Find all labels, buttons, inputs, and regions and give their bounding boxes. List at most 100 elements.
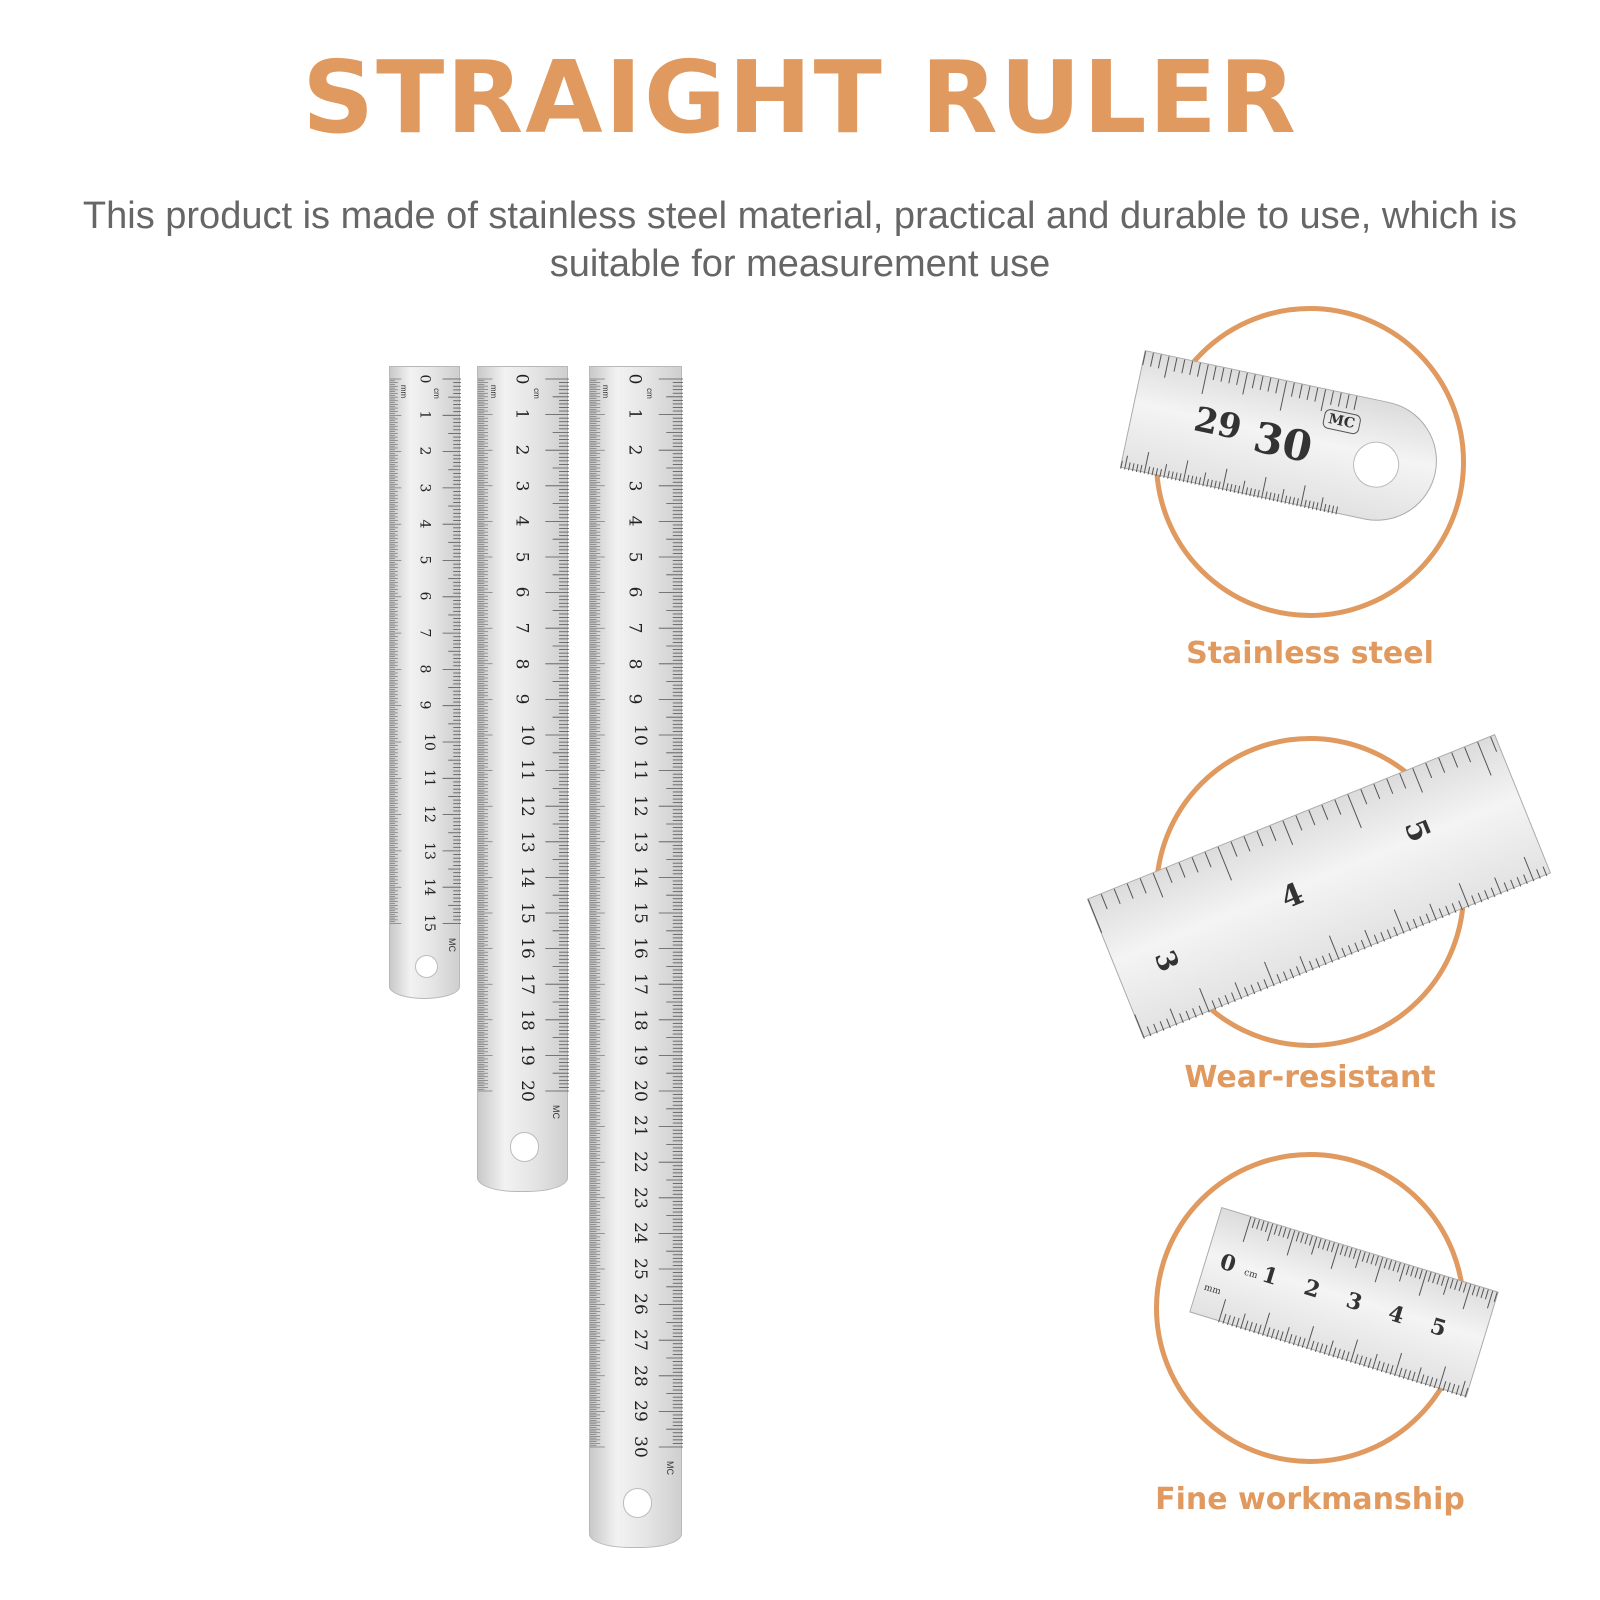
detail-tick [1363, 1356, 1368, 1367]
ruler-number: 7 [511, 622, 532, 634]
ruler-number: 15 [629, 901, 650, 924]
ruler-number: 30 [629, 1435, 650, 1458]
detail-tick [1266, 1327, 1271, 1338]
detail-tick [1282, 820, 1294, 846]
detail-tick [1326, 1241, 1331, 1251]
ruler-number: 20 [517, 1079, 538, 1102]
unit-label-mm: mm [399, 384, 409, 399]
detail-tick [1279, 381, 1287, 411]
detail-tick [1425, 762, 1433, 779]
detail-tick [1139, 878, 1147, 894]
detail-tick [1308, 810, 1316, 826]
hanging-hole [622, 1488, 653, 1518]
detail-tick [1273, 1224, 1278, 1235]
detail-tick [1350, 1339, 1359, 1363]
detail-tick [1142, 351, 1147, 366]
detail-tick [1536, 869, 1541, 879]
detail-tick [1315, 502, 1319, 511]
ruler-number: 4 [511, 515, 532, 527]
detail-tick [1344, 1246, 1349, 1257]
ruler-number: 13 [517, 830, 538, 853]
detail-tick [1380, 932, 1386, 942]
ruler-number: 11 [517, 759, 538, 782]
detail-tick [1230, 841, 1238, 857]
detail-tick [1308, 960, 1314, 971]
detail-tick [1189, 361, 1194, 376]
detail-tick [1264, 961, 1275, 987]
detail-tick [1218, 997, 1223, 1008]
detail-tick [1256, 1219, 1261, 1230]
ruler-number: 19 [517, 1044, 538, 1067]
ruler-number: 9 [624, 693, 645, 705]
detail-tick [1253, 488, 1256, 498]
detail-tick [1151, 467, 1155, 476]
detail-tick [1295, 966, 1301, 976]
detail-tick [1380, 1362, 1385, 1373]
ruler-number: 18 [517, 1008, 538, 1031]
detail-tick [1330, 391, 1334, 405]
detail-tick [1322, 1239, 1327, 1250]
detail-tick [1210, 479, 1213, 488]
unit-label-cm: cm [531, 388, 541, 399]
ruler-number: 1 [416, 410, 433, 420]
ruler-number: 6 [511, 586, 532, 598]
detail-tick [1315, 958, 1321, 968]
detail-tick [1411, 1371, 1416, 1382]
detail-tick [1221, 468, 1228, 491]
detail-tick [1319, 1343, 1324, 1354]
ruler-number: 0 [511, 373, 532, 385]
detail-tick [1269, 825, 1277, 842]
detail-tick [1194, 476, 1198, 485]
detail-tick [1128, 462, 1131, 471]
detail-tick [1410, 1266, 1415, 1277]
detail-tick [1166, 1018, 1171, 1029]
detail-tick [1462, 1284, 1472, 1310]
ruler-number: 2 [511, 444, 532, 456]
ruler-number: 10 [420, 732, 437, 751]
detail-tick [1147, 466, 1151, 475]
detail-tick [1301, 1338, 1306, 1348]
detail-tick [1206, 479, 1209, 488]
detail-tick [1358, 1355, 1363, 1366]
detail-tick [1393, 909, 1405, 934]
detail-tick [1503, 882, 1509, 892]
detail-tick [1442, 1277, 1450, 1295]
detail-tick [1126, 883, 1134, 899]
detail-tick [1155, 468, 1159, 477]
hanging-hole [509, 1132, 540, 1162]
detail-tick [1330, 1243, 1340, 1269]
detail-tick [1240, 1313, 1246, 1330]
detail-tick [1310, 1340, 1315, 1351]
detail-tick [1516, 876, 1522, 887]
detail-tick [1354, 942, 1360, 953]
detail-tick [1432, 1273, 1437, 1284]
ruler-number: 1 [511, 408, 532, 420]
ruler-number: 2 [416, 446, 433, 456]
detail-tick [1354, 1354, 1359, 1365]
detail-tick [1319, 497, 1324, 512]
detail-tick [1454, 1280, 1459, 1290]
detail-tick [1164, 356, 1170, 378]
detail-tick [1374, 1255, 1379, 1266]
detail-tick [1250, 984, 1256, 995]
detail-tick [1244, 987, 1249, 997]
detail-tick [1323, 1344, 1328, 1355]
detail-tick [1192, 1008, 1197, 1018]
detail-tick [1486, 1290, 1494, 1309]
detail-tick [1306, 386, 1311, 400]
detail-tick [1360, 939, 1366, 950]
ruler-number: 8 [624, 658, 645, 670]
detail-tick [1542, 866, 1548, 877]
ruler-number: 6 [416, 591, 433, 601]
detail-tick [1458, 1281, 1463, 1292]
detail-tick [1280, 488, 1285, 503]
detail-tick [1253, 1323, 1258, 1334]
detail-tick [1300, 1233, 1305, 1243]
ruler-number: 0 [624, 373, 645, 385]
detail-tick [1197, 362, 1201, 377]
detail-tick [1173, 357, 1178, 372]
